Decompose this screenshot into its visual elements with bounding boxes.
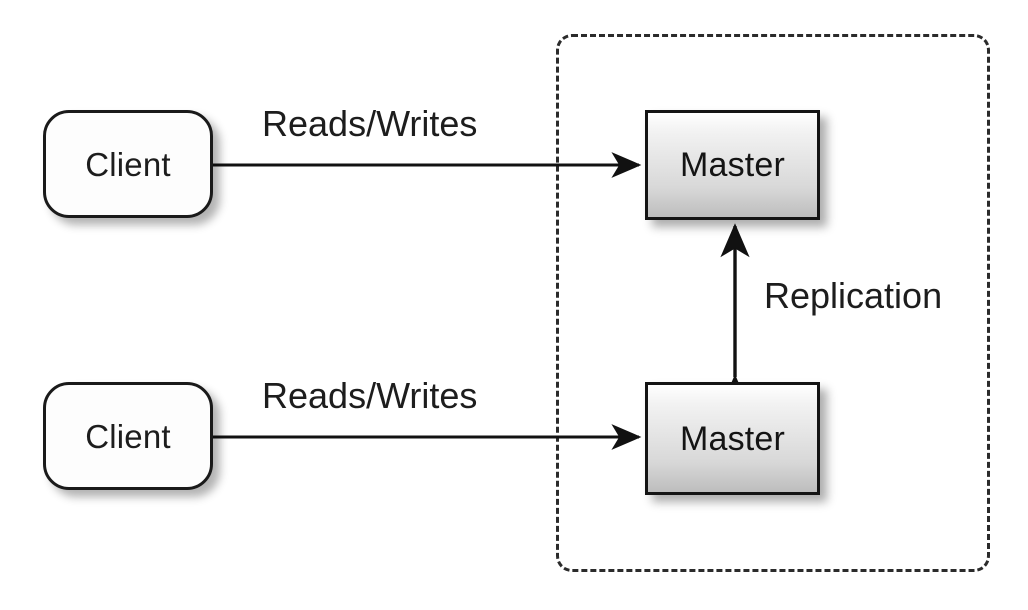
node-client-top-label: Client — [85, 145, 171, 183]
node-client-bottom[interactable]: Client — [43, 382, 213, 490]
cluster-boundary-dashed — [556, 34, 990, 572]
node-client-top[interactable]: Client — [43, 110, 213, 218]
node-master-top-label: Master — [679, 146, 786, 184]
edge-label-reads-writes-bottom: Reads/Writes — [262, 375, 478, 416]
node-client-bottom-label: Client — [85, 417, 171, 455]
edge-label-reads-writes-top: Reads/Writes — [262, 103, 478, 144]
edge-label-replication: Replication — [764, 275, 943, 316]
node-master-bottom[interactable]: Master — [645, 382, 820, 495]
node-master-bottom-label: Master — [679, 419, 786, 458]
node-master-top[interactable]: Master — [645, 110, 820, 220]
